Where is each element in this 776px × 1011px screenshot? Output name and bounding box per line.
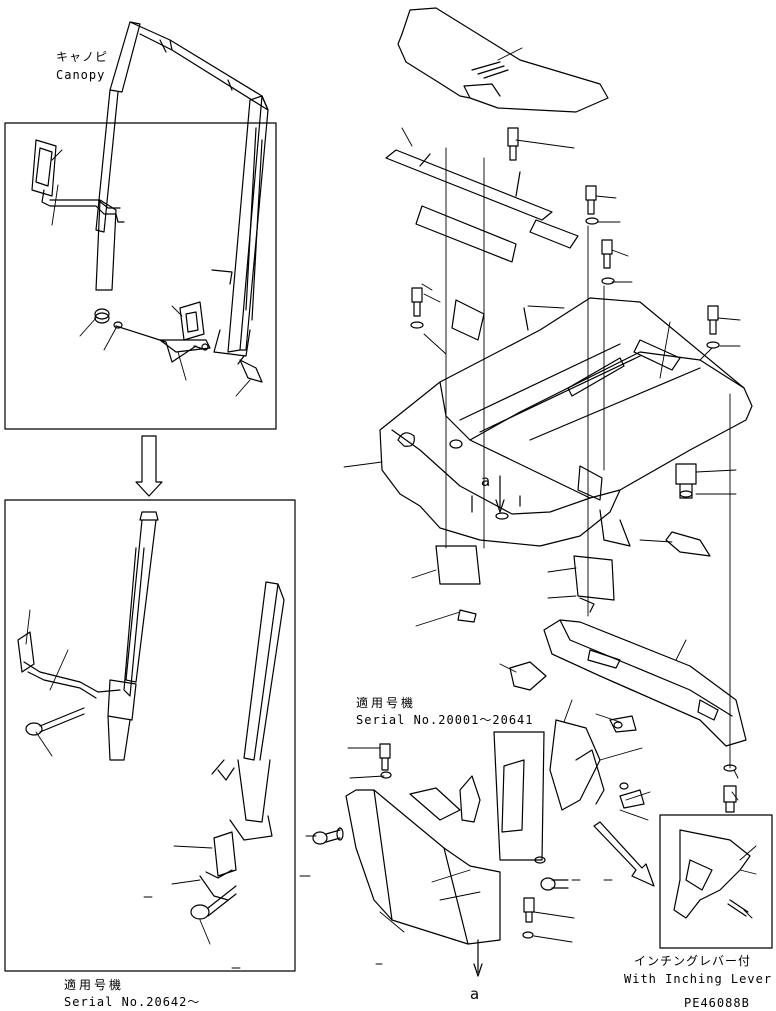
inching-label-en: With Inching Lever: [624, 972, 773, 986]
arrow-a-top: [495, 475, 505, 513]
inching-detail-box: [659, 814, 773, 949]
inching-detail: [673, 829, 751, 919]
mirror-assembly-bottom: [17, 511, 285, 920]
bolts-top: [410, 127, 720, 349]
canopy-label-en: Canopy: [56, 68, 106, 82]
serial-applicable-jp-1: 適用号機: [356, 696, 417, 710]
ref-a-top: a: [481, 472, 492, 490]
inset-arrow: [593, 821, 655, 887]
floor-frame: [379, 297, 753, 547]
drawing-code: PE46088B: [684, 996, 750, 1010]
leader-lines-lower: [299, 47, 741, 965]
down-arrow: [135, 435, 163, 497]
ref-a-bottom: a: [470, 985, 481, 1003]
mirror-assembly-top: [31, 139, 263, 383]
serial-range-2: Serial No.20642～: [64, 995, 201, 1009]
lower-cover: [312, 715, 645, 945]
right-brackets: [435, 463, 711, 623]
leader-lines-inset: [739, 845, 757, 919]
top-mat: [397, 7, 609, 113]
counterweight: [509, 619, 747, 813]
serial-range-1: Serial No.20001～20641: [356, 713, 534, 727]
guide-lines: [423, 147, 731, 769]
serial-detail-box: [4, 499, 296, 972]
arrow-a-bottom: [473, 939, 483, 977]
mat-pieces: [385, 149, 579, 263]
canopy-frame: [95, 21, 269, 357]
leader-lines-canopy: [51, 149, 251, 397]
canopy-detail-box: [4, 122, 277, 430]
serial-applicable-jp-2: 適用号機: [64, 978, 125, 992]
inching-label-jp: インチングレバー付: [634, 954, 752, 968]
leader-lines-bottom-box: [25, 609, 241, 969]
canopy-label-jp: キャノピ: [56, 50, 109, 64]
